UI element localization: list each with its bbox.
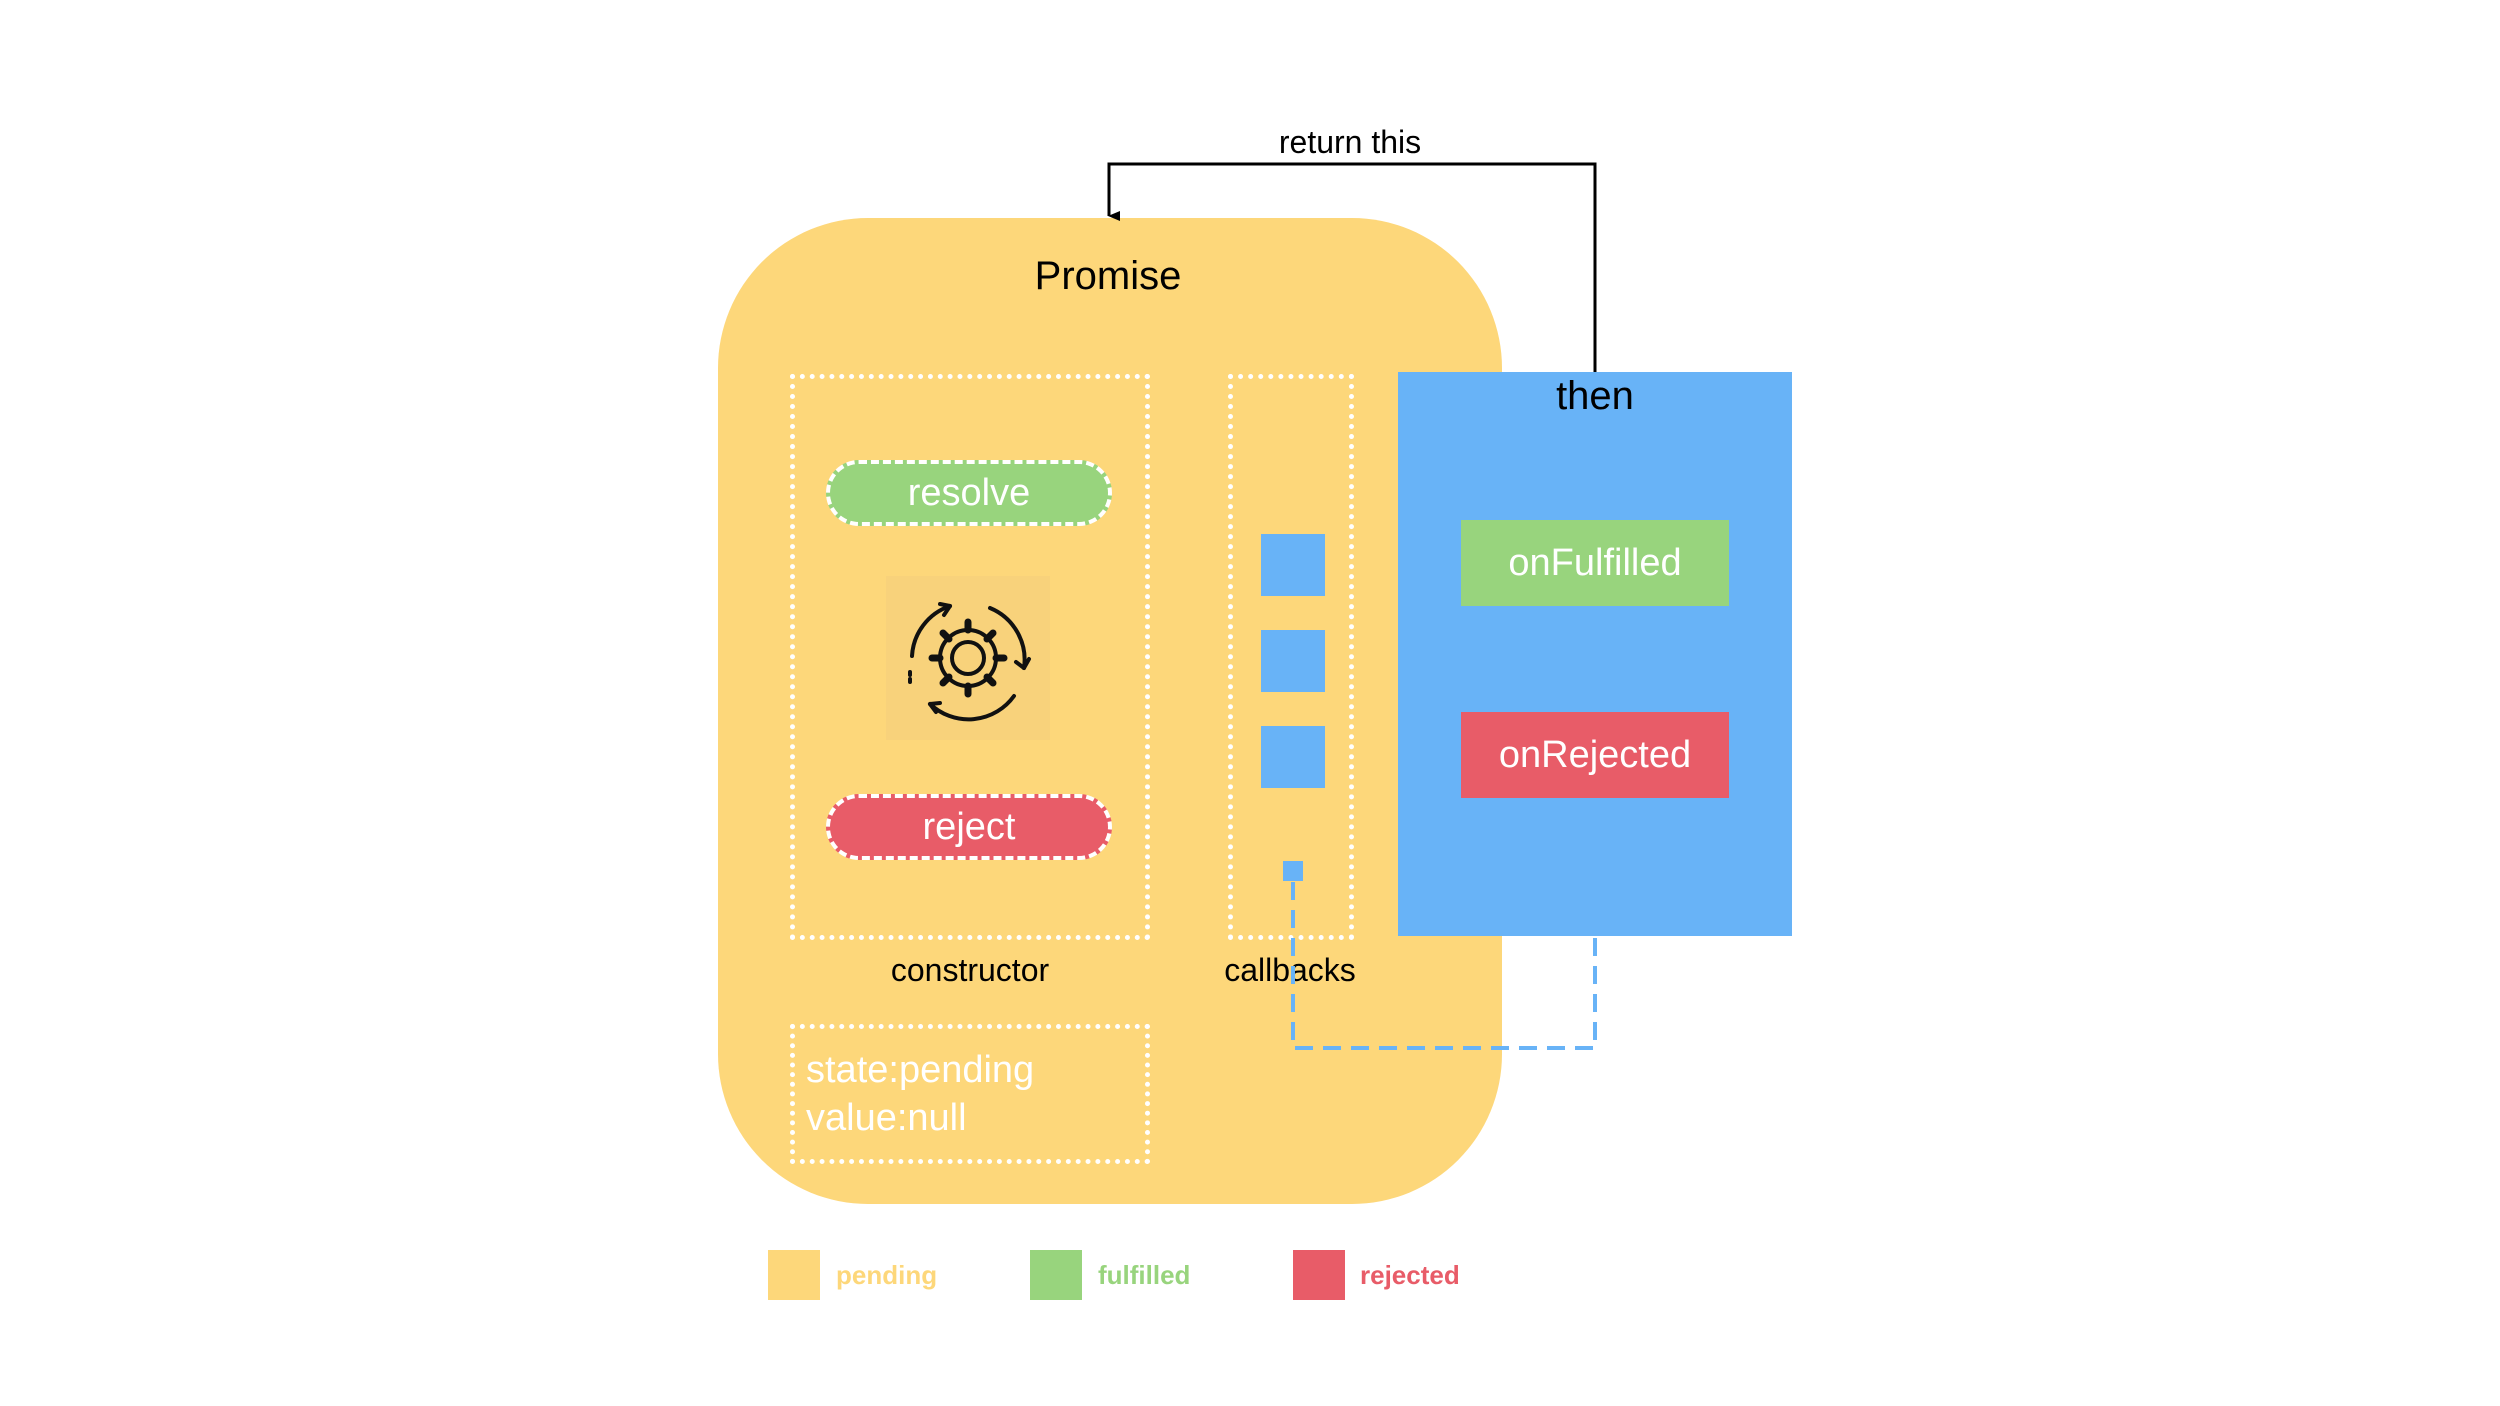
callbacks-label: callbacks <box>1224 952 1356 988</box>
then-title: then <box>1556 374 1634 418</box>
constructor-region <box>790 374 1150 940</box>
legend-swatch-fulfilled <box>1030 1250 1082 1300</box>
reject-pill: reject <box>826 794 1112 860</box>
value-line: value:null <box>806 1097 967 1139</box>
callback-slot <box>1261 534 1325 596</box>
return-this-arrow <box>1107 162 1597 372</box>
state-region <box>790 1024 1150 1164</box>
legend-label-rejected: rejected <box>1360 1260 1460 1290</box>
legend-label-fulfilled: fulfilled <box>1098 1260 1191 1290</box>
on-rejected-label: onRejected <box>1498 733 1692 776</box>
reject-label: reject <box>922 805 1016 848</box>
constructor-label: constructor <box>890 952 1050 988</box>
gear-cycle-icon <box>886 576 1050 740</box>
then-box <box>1398 372 1792 936</box>
legend-swatch-pending <box>768 1250 820 1300</box>
promise-title: Promise <box>1034 254 1182 298</box>
return-this-label: return this <box>1278 124 1422 160</box>
on-fulfilled-handler: onFulfilled <box>1461 520 1729 606</box>
resolve-pill: resolve <box>826 460 1112 526</box>
legend-label-pending: pending <box>836 1260 938 1290</box>
callback-slot <box>1261 726 1325 788</box>
callback-slot <box>1261 630 1325 692</box>
on-fulfilled-label: onFulfilled <box>1508 541 1682 584</box>
callback-register-link <box>1291 881 1597 1050</box>
state-values: state:pending value:null <box>806 1046 1034 1142</box>
resolve-label: resolve <box>907 471 1031 514</box>
promise-box <box>718 218 1502 1204</box>
state-line: state:pending <box>806 1049 1035 1091</box>
legend-swatch-rejected <box>1293 1250 1345 1300</box>
callbacks-region <box>1228 374 1354 940</box>
on-rejected-handler: onRejected <box>1461 712 1729 798</box>
new-callback-slot <box>1283 861 1303 881</box>
